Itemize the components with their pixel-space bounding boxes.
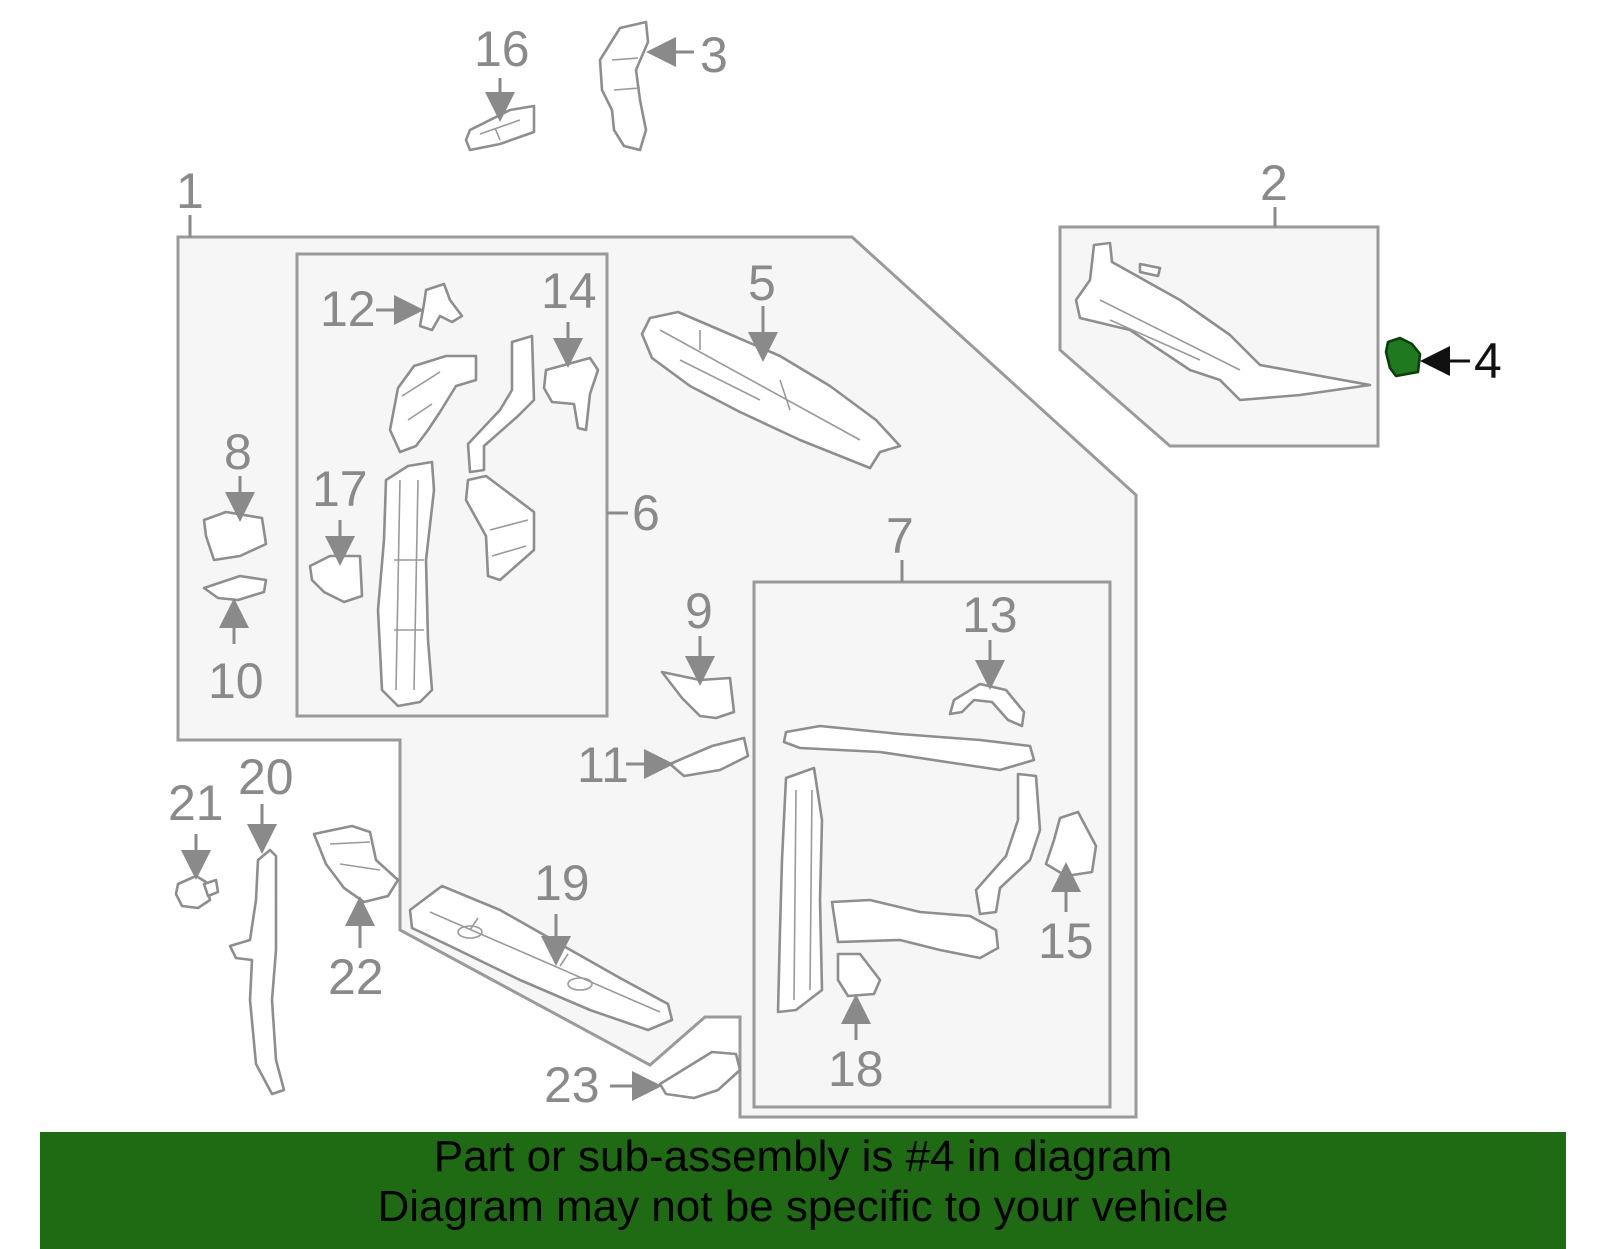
callout-2: 2 [1260, 155, 1288, 211]
assembly-6-box [295, 252, 609, 718]
part-23 [658, 1050, 742, 1100]
banner-line-2: Diagram may not be specific to your vehi… [377, 1182, 1229, 1231]
part-3 [598, 20, 650, 152]
callout-21: 21 [168, 775, 224, 831]
part-4[interactable] [1384, 336, 1422, 378]
callout-15: 15 [1038, 913, 1094, 969]
callout-16: 16 [474, 21, 530, 77]
callout-3: 3 [700, 27, 728, 83]
callout-22: 22 [328, 949, 384, 1005]
part-6-tall-rail [376, 460, 436, 708]
callout-20: 20 [238, 749, 294, 805]
callout-23: 23 [544, 1057, 600, 1113]
part-7-right-rail [974, 772, 1042, 916]
part-10 [202, 574, 268, 602]
callout-11: 11 [577, 737, 629, 793]
callout-7: 7 [886, 508, 914, 564]
callout-9: 9 [685, 583, 713, 639]
info-banner: Part or sub-assembly is #4 in diagram Di… [40, 1132, 1566, 1249]
callout-6: 6 [632, 485, 660, 541]
callout-8: 8 [224, 424, 252, 480]
callout-17: 17 [312, 461, 368, 517]
part-21 [174, 874, 220, 910]
callout-1: 1 [176, 163, 204, 219]
part-18 [836, 952, 882, 998]
callout-14: 14 [541, 263, 597, 319]
part-11 [668, 736, 750, 778]
part-7-left-rail [776, 766, 824, 1014]
callout-19: 19 [534, 855, 590, 911]
part-2 [1074, 241, 1372, 402]
part-6-upper-bracket [388, 354, 478, 454]
part-6-brace [464, 474, 536, 582]
part-5 [640, 310, 902, 470]
part-14 [542, 356, 600, 432]
callout-12: 12 [320, 281, 376, 337]
part-7-upper-beam [782, 724, 1036, 772]
callout-10: 10 [208, 653, 264, 709]
callout-5: 5 [748, 255, 776, 311]
part-7-lower-beam [830, 898, 1000, 960]
part-22 [312, 824, 400, 904]
part-6-bent-rail [466, 334, 536, 474]
callout-4[interactable]: 4 [1474, 333, 1502, 389]
callout-13: 13 [962, 587, 1018, 643]
banner-line-1: Part or sub-assembly is #4 in diagram [433, 1132, 1173, 1181]
callout-18: 18 [828, 1041, 884, 1097]
part-20 [228, 848, 286, 1096]
